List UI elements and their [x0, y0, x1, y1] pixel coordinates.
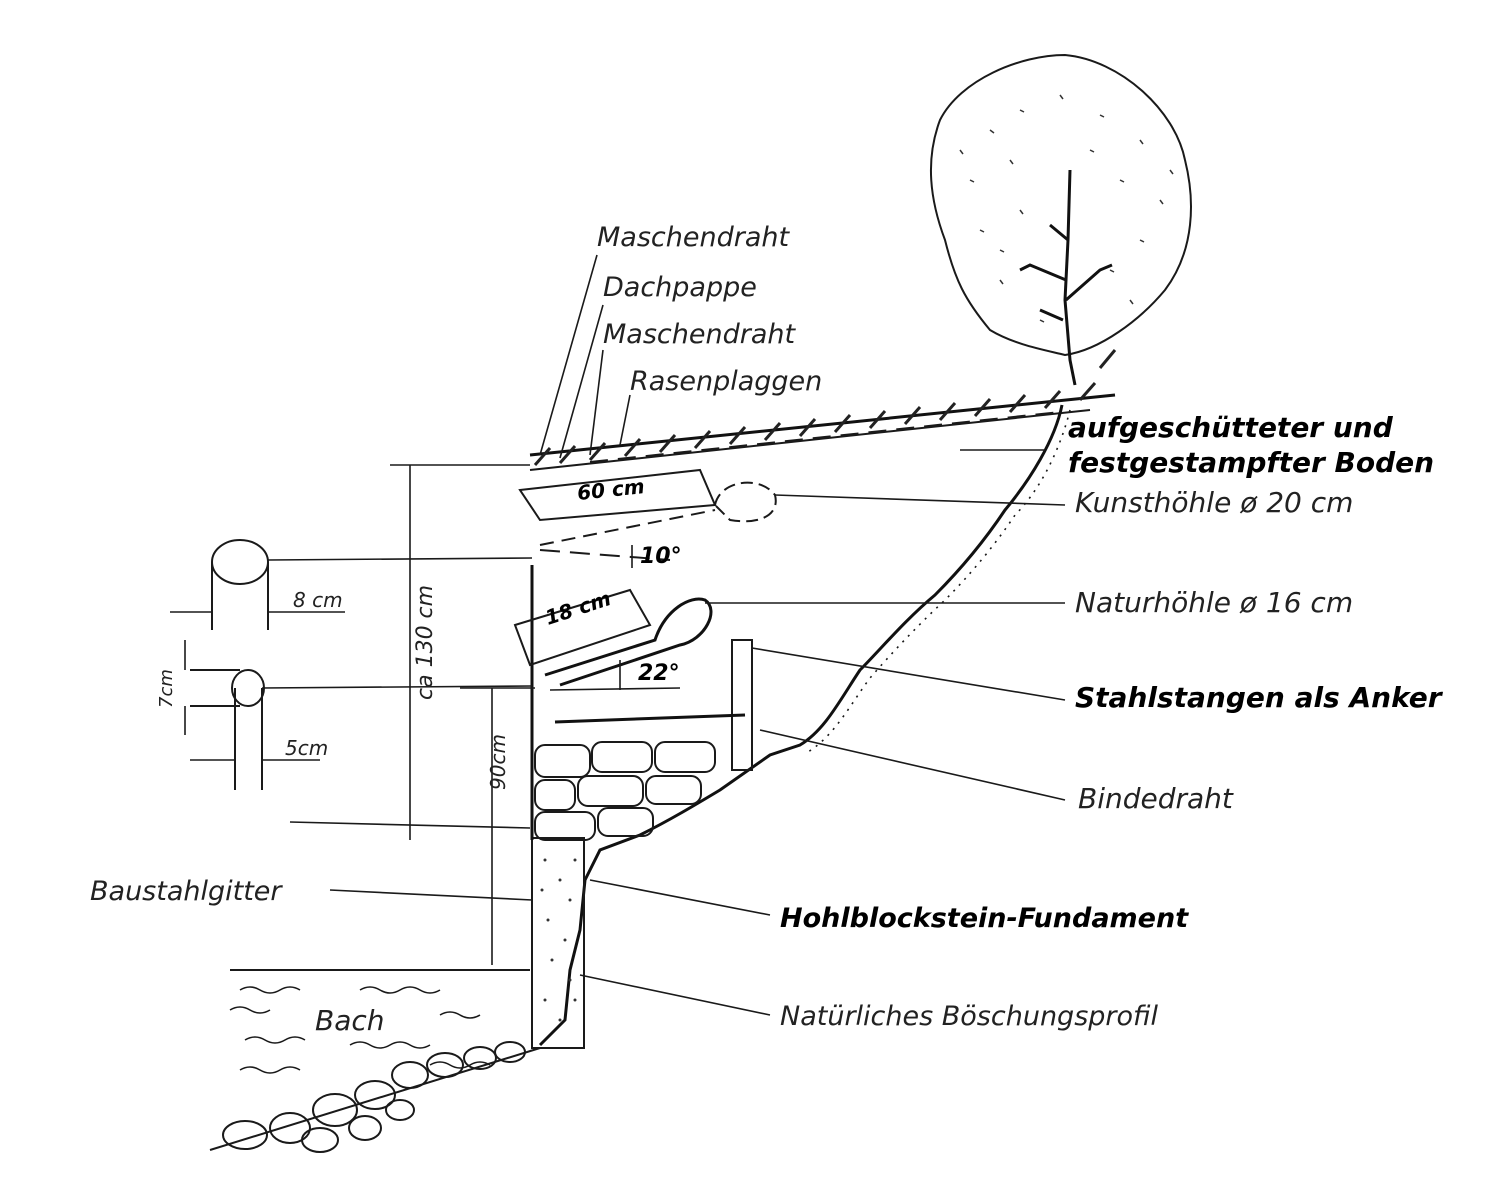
tree — [929, 53, 1192, 386]
dim-angle-22: 22° — [638, 661, 680, 686]
rasenplaggen-hatching — [533, 349, 1117, 466]
maschendraht-layer-line — [529, 393, 1116, 457]
steel-anchor — [554, 639, 753, 771]
dachpappe-layer-line — [529, 409, 1091, 471]
label-maschendraht-mid: Maschendraht — [603, 319, 796, 350]
tree-trunk — [1019, 169, 1113, 386]
wall-face — [530, 549, 671, 840]
label-rasenplaggen: Rasenplaggen — [630, 366, 822, 397]
label-boden-line2: festgestampfter Boden — [1068, 446, 1434, 479]
stream — [209, 969, 541, 1153]
label-naturhoehle: Naturhöhle ø 16 cm — [1075, 586, 1353, 619]
foundation-block — [531, 837, 585, 1049]
natural-cave — [513, 588, 713, 687]
label-fundament: Hohlblockstein-Fundament — [780, 903, 1189, 934]
label-stahlstangen: Stahlstangen als Anker — [1075, 681, 1444, 714]
foundation-stipple — [540, 858, 577, 1022]
bindedraht-wire — [554, 713, 746, 724]
label-maschendraht-top: Maschendraht — [597, 222, 790, 253]
label-boden-line1: aufgeschütteter und — [1068, 411, 1394, 444]
tree-crown-stipple — [959, 94, 1174, 323]
stream-bed-line — [209, 1047, 541, 1151]
slope-stipple — [807, 409, 1071, 753]
label-baustahlgitter: Baustahlgitter — [90, 876, 283, 907]
label-bach: Bach — [315, 1004, 385, 1037]
label-boeschung: Natürliches Böschungsprofil — [780, 1001, 1158, 1032]
top-layers — [529, 349, 1117, 471]
pipe-detail-5cm — [190, 669, 265, 790]
dimension-lines — [170, 464, 681, 965]
dim-130cm: ca 130 cm — [413, 585, 438, 700]
dim-90cm: 90cm — [486, 734, 510, 790]
dim-5cm: 5cm — [285, 736, 328, 760]
slope-line — [538, 404, 1064, 1047]
label-kunsthoehle: Kunsthöhle ø 20 cm — [1075, 486, 1353, 519]
dim-18cm: 18 cm — [542, 586, 614, 630]
dim-60cm: 60 cm — [576, 474, 646, 505]
dim-8cm: 8 cm — [293, 588, 343, 612]
labels: Maschendraht Dachpappe Maschendraht Rase… — [90, 222, 1444, 1037]
natural-slope — [538, 404, 1071, 1047]
tree-crown — [929, 53, 1192, 357]
anchor-pole — [731, 639, 753, 771]
label-bindedraht: Bindedraht — [1078, 782, 1234, 815]
pipe-detail-8cm — [211, 539, 269, 630]
rasen-dashed-line — [589, 411, 1061, 463]
leader-lines — [329, 254, 1066, 1016]
water-waves — [229, 986, 491, 1074]
artificial-cave — [518, 468, 777, 546]
stream-bed-stones — [222, 1041, 526, 1153]
stone-wall — [534, 741, 716, 841]
label-dachpappe: Dachpappe — [603, 272, 757, 303]
artificial-cave-chamber — [713, 481, 777, 523]
dim-7cm: 7cm — [156, 669, 177, 708]
foundation — [531, 837, 585, 1049]
dim-angle-10: 10° — [640, 544, 682, 569]
